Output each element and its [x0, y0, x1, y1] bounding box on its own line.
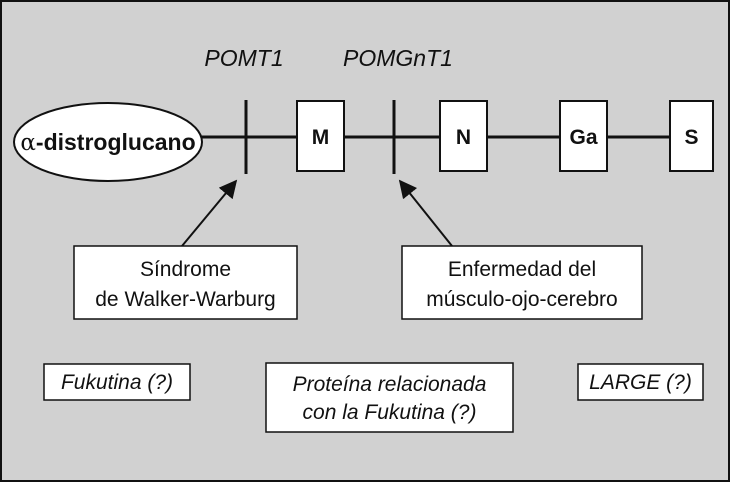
alpha-dystroglycan-node: [13, 102, 203, 182]
disease-box-muscle-eye-brain: Enfermedad del músculo-ojo-cerebro: [401, 245, 643, 320]
candidate-box-fukutina-related: Proteína relacionada con la Fukutina (?): [265, 362, 514, 433]
sugar-node-n: N: [439, 100, 488, 172]
alpha-dystroglycan-label: α-distroglucano: [20, 129, 195, 156]
sugar-node-ga-label: Ga: [569, 126, 597, 149]
walker-warburg-line-1: Síndrome: [140, 258, 231, 281]
sugar-node-ga: Ga: [559, 100, 608, 172]
candidate-large-label: LARGE (?): [589, 371, 692, 394]
muscle-eye-brain-line-1: Enfermedad del: [448, 258, 596, 281]
enzyme-label-pomgnt1: POMGnT1: [343, 45, 453, 71]
sugar-node-s-label: S: [684, 126, 698, 149]
muscle-eye-brain-line-2: músculo-ojo-cerebro: [426, 288, 617, 311]
candidate-box-large: LARGE (?): [577, 363, 704, 401]
arrow-muscle-eye-brain: [398, 179, 453, 247]
arrow-walker-warburg: [181, 179, 238, 247]
fukutina-related-line-1: Proteína relacionada: [293, 373, 487, 396]
disease-box-walker-warburg: Síndrome de Walker-Warburg: [73, 245, 298, 320]
fukutina-related-line-2: con la Fukutina (?): [303, 401, 477, 424]
enzyme-label-pomt1: POMT1: [204, 45, 283, 71]
candidate-box-fukutina: Fukutina (?): [43, 363, 191, 401]
walker-warburg-line-2: de Walker-Warburg: [95, 288, 276, 311]
sugar-node-m-label: M: [312, 126, 330, 149]
sugar-node-m: M: [296, 100, 345, 172]
sugar-node-s: S: [669, 100, 714, 172]
sugar-node-n-label: N: [456, 126, 471, 149]
candidate-fukutina-label: Fukutina (?): [61, 371, 173, 394]
